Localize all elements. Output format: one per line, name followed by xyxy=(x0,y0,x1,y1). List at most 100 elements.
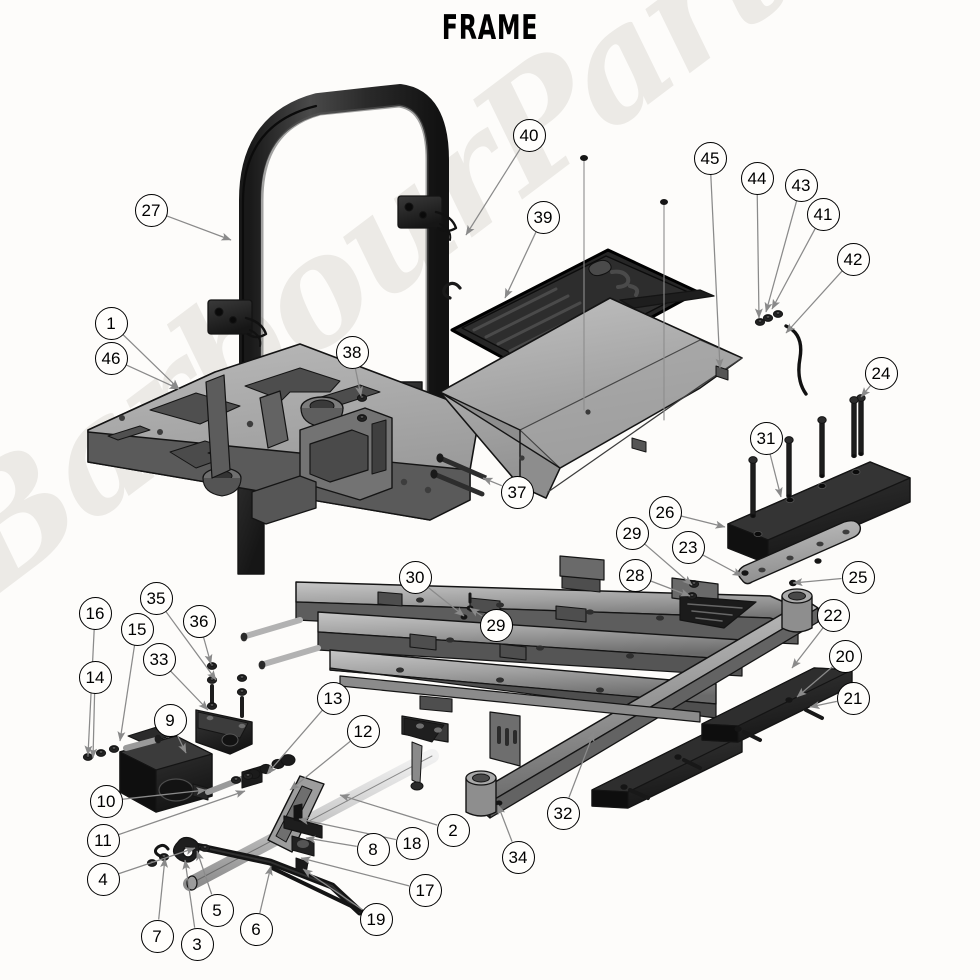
callout-6[interactable]: 6 xyxy=(239,912,273,946)
callout-44[interactable]: 44 xyxy=(740,161,774,195)
callout-43[interactable]: 43 xyxy=(784,168,818,202)
callout-1[interactable]: 1 xyxy=(94,306,128,340)
leader-line-1 xyxy=(122,334,180,390)
callout-9[interactable]: 9 xyxy=(153,703,187,737)
callout-24[interactable]: 24 xyxy=(864,356,898,390)
leader-line-31 xyxy=(769,453,783,498)
callout-34[interactable]: 34 xyxy=(501,840,535,874)
callout-36[interactable]: 36 xyxy=(182,604,216,638)
callout-18[interactable]: 18 xyxy=(395,826,429,860)
hardware-part-37 xyxy=(430,453,487,497)
leader-line-38 xyxy=(354,368,364,397)
leader-line-37 xyxy=(482,477,502,487)
callout-33[interactable]: 33 xyxy=(142,642,176,676)
hardware-part-34 xyxy=(495,800,503,806)
leader-line-26 xyxy=(680,515,726,529)
leader-line-27 xyxy=(166,215,232,241)
callout-8[interactable]: 8 xyxy=(356,832,390,866)
callout-2[interactable]: 2 xyxy=(436,813,470,847)
callout-25[interactable]: 25 xyxy=(841,560,875,594)
leader-line-39 xyxy=(504,231,537,299)
callout-42[interactable]: 42 xyxy=(836,242,870,276)
callout-41[interactable]: 41 xyxy=(806,197,840,231)
leader-line-29 xyxy=(469,607,483,617)
hardware-part-40 xyxy=(580,155,668,421)
callout-21[interactable]: 21 xyxy=(836,681,870,715)
leader-line-20 xyxy=(796,666,833,698)
callout-40[interactable]: 40 xyxy=(512,118,546,152)
hardware-parts-14-16 xyxy=(82,734,162,761)
leader-line-24 xyxy=(860,385,871,398)
callout-26[interactable]: 26 xyxy=(648,495,682,529)
leader-line-19 xyxy=(302,868,363,911)
leader-line-28 xyxy=(650,580,691,597)
callout-23[interactable]: 23 xyxy=(671,530,705,564)
leader-line-42 xyxy=(785,270,843,334)
callout-39[interactable]: 39 xyxy=(526,200,560,234)
leader-line-34 xyxy=(497,804,513,842)
hardware-long-rods xyxy=(240,617,321,670)
heat-shield xyxy=(679,595,757,629)
callout-5[interactable]: 5 xyxy=(200,893,234,927)
roll-bar-clamp-left xyxy=(207,299,268,347)
hardware-part-19 xyxy=(270,866,374,918)
callout-46[interactable]: 46 xyxy=(94,341,128,375)
callout-35[interactable]: 35 xyxy=(139,581,173,615)
leader-line-13 xyxy=(266,710,323,775)
callout-15[interactable]: 15 xyxy=(120,612,154,646)
leader-line-4 xyxy=(118,847,196,875)
leader-line-17 xyxy=(300,856,410,887)
leader-line-41 xyxy=(771,228,816,310)
callout-14[interactable]: 14 xyxy=(78,660,112,694)
callout-27[interactable]: 27 xyxy=(134,193,168,227)
callout-22[interactable]: 22 xyxy=(816,598,850,632)
leader-line-22 xyxy=(791,627,824,669)
leader-line-2 xyxy=(339,793,438,826)
leader-line-40 xyxy=(465,148,521,236)
leader-line-30 xyxy=(427,586,465,617)
callout-13[interactable]: 13 xyxy=(316,681,350,715)
hardware-parts-35-36 xyxy=(206,662,248,718)
callout-4[interactable]: 4 xyxy=(86,862,120,896)
leader-line-9 xyxy=(176,734,187,754)
roll-bar-clamp-right xyxy=(397,195,458,241)
skid-plate-part-26 xyxy=(727,461,911,565)
leader-line-14 xyxy=(89,693,98,759)
leader-line-7 xyxy=(158,857,169,920)
page-title: FRAME xyxy=(441,8,539,48)
callout-20[interactable]: 20 xyxy=(828,639,862,673)
leader-line-12 xyxy=(289,740,351,791)
callout-7[interactable]: 7 xyxy=(140,919,174,953)
callout-11[interactable]: 11 xyxy=(86,823,120,857)
callout-16[interactable]: 16 xyxy=(78,596,112,630)
leader-line-35 xyxy=(165,610,217,681)
callout-17[interactable]: 17 xyxy=(408,873,442,907)
hardware-parts-3-7 xyxy=(153,843,170,858)
leader-line-44 xyxy=(754,194,763,319)
callout-38[interactable]: 38 xyxy=(335,335,369,369)
callout-45[interactable]: 45 xyxy=(693,141,727,175)
leader-line-25 xyxy=(792,577,842,587)
callout-28[interactable]: 28 xyxy=(618,558,652,592)
leader-line-15 xyxy=(117,645,136,742)
hardware-parts-20-25 xyxy=(620,558,825,800)
leader-line-36 xyxy=(202,636,213,665)
callout-12[interactable]: 12 xyxy=(346,714,380,748)
leader-line-33 xyxy=(169,670,209,711)
callout-19[interactable]: 19 xyxy=(359,902,393,936)
leader-line-3 xyxy=(182,859,196,928)
callout-37[interactable]: 37 xyxy=(500,475,534,509)
callout-30[interactable]: 30 xyxy=(398,560,432,594)
callout-31[interactable]: 31 xyxy=(749,421,783,455)
leader-line-11 xyxy=(118,790,246,836)
callout-32[interactable]: 32 xyxy=(546,796,580,830)
callout-29[interactable]: 29 xyxy=(479,608,513,642)
leader-line-46 xyxy=(125,364,180,390)
callout-3[interactable]: 3 xyxy=(180,927,214,961)
rear-pivot-tube xyxy=(781,588,813,633)
callout-29[interactable]: 29 xyxy=(615,516,649,550)
leader-line-5 xyxy=(196,850,213,895)
callout-10[interactable]: 10 xyxy=(89,784,123,818)
